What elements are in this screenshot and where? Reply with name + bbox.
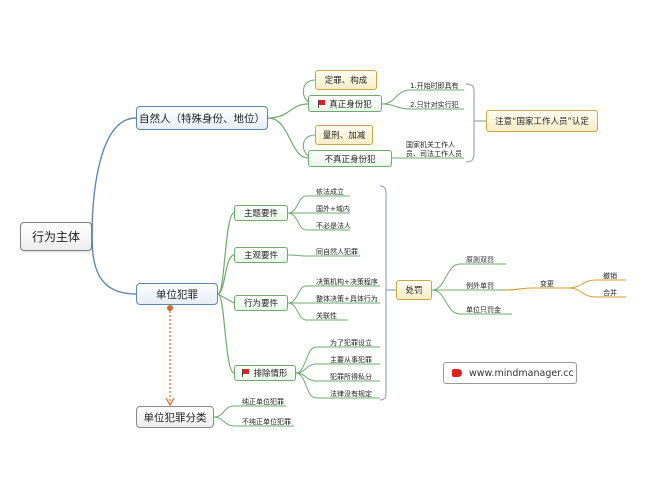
false-status-crime-topic[interactable]: 不真正身份犯 [308,150,392,167]
exclusion-leaf-3[interactable]: 犯罪所得私分 [330,373,372,381]
red-flag-icon [318,99,326,108]
punishment-leaf-3[interactable]: 单位只罚金 [466,306,501,314]
subject-element-topic[interactable]: 主题要件 [234,205,288,221]
natural-person-topic[interactable]: 自然人（特殊身份、地位） [136,106,268,130]
red-flag-icon [242,369,250,377]
mental-element-topic[interactable]: 主观要件 [234,247,288,263]
exclusion-leaf-2[interactable]: 主要从事犯罪 [330,356,372,364]
conduct-leaf-3[interactable]: 关联性 [316,312,337,320]
classification-leaf-2[interactable]: 不纯正单位犯罪 [242,418,291,426]
subject-leaf-1[interactable]: 依法成立 [316,188,344,196]
conduct-element-topic[interactable]: 行为要件 [234,295,288,311]
subject-leaf-3[interactable]: 不必是法人 [316,222,351,230]
change-leaf-merge[interactable]: 合并 [603,289,617,297]
true-crime-leaf-1[interactable]: 1.开始时即具有 [410,82,459,90]
exclusion-leaf-1[interactable]: 为了犯罪设立 [330,339,372,347]
exclusion-topic[interactable]: 排除情形 [234,365,296,381]
unit-crime-classification-topic[interactable]: 单位犯罪分类 [136,406,214,428]
exclusion-leaf-4[interactable]: 法律没有规定 [330,390,372,398]
conduct-leaf-2[interactable]: 整体决策+具体行为 [316,295,378,303]
punishment-topic[interactable]: 处罚 [396,280,432,300]
change-leaf-revoke[interactable]: 撤销 [603,272,617,280]
attention-note[interactable]: 注意“国家工作人员”认定 [486,110,598,132]
mindmanager-url: www.mindmanager.cc [469,367,574,379]
conduct-leaf-1[interactable]: 决策机构+决策程序 [316,278,378,286]
true-crime-note[interactable]: 定罪、构成 [315,70,377,90]
subject-leaf-2[interactable]: 国外+域内 [316,205,350,213]
exclusion-label: 排除情形 [253,369,288,379]
mental-leaf-1[interactable]: 同自然人犯罪 [316,248,358,256]
mindmanager-badge[interactable]: www.mindmanager.cc [443,362,577,384]
punishment-leaf-1[interactable]: 原则双罚 [466,256,494,264]
true-status-crime-topic[interactable]: 真正身份犯 [308,95,382,112]
root-topic[interactable]: 行为主体 [20,222,92,251]
true-status-crime-label: 真正身份犯 [329,99,372,110]
false-crime-note[interactable]: 量刑、加减 [315,125,373,145]
change-leaf[interactable]: 变更 [540,280,554,288]
true-crime-leaf-2[interactable]: 2.只针对实行犯 [410,101,459,109]
false-crime-leaf[interactable]: 国家机关工作人员、司法工作人员 [406,141,462,158]
mindmanager-logo-icon [452,369,462,377]
unit-crime-topic[interactable]: 单位犯罪 [136,283,218,305]
classification-leaf-1[interactable]: 纯正单位犯罪 [242,398,284,406]
punishment-leaf-2[interactable]: 例外单罚 [466,282,494,290]
